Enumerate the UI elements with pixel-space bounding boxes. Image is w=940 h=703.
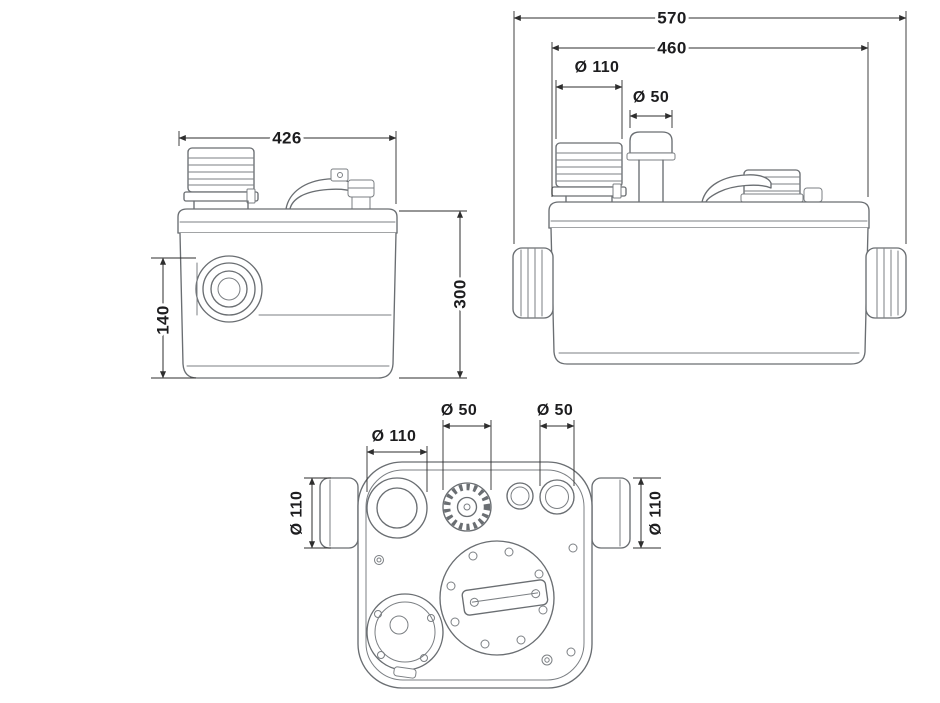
front-inlet-boot <box>551 142 627 203</box>
front-tank-body <box>550 227 869 365</box>
top-inlet-opening <box>366 477 428 539</box>
vent-cap <box>626 131 676 203</box>
dim-side-width-value: 426 <box>272 129 302 148</box>
side-view: 426 300 140 <box>151 126 473 379</box>
dim-side-outlet-height-value: 140 <box>154 305 173 335</box>
pump-cover <box>439 540 555 656</box>
left-side-port <box>512 247 554 319</box>
clamp-screw <box>246 188 256 204</box>
front-carry-handle <box>701 174 772 203</box>
inlet-boot <box>183 147 259 210</box>
outlet-port <box>195 255 392 323</box>
dim-front-inlet-diameter-value: Ø 110 <box>575 59 620 76</box>
dim-front-body-width: 460 <box>551 36 869 197</box>
dim-side-outlet-height: 140 <box>151 257 196 379</box>
dim-top-left-port-value: Ø 110 <box>289 491 306 536</box>
dim-top-right-port: Ø 110 <box>633 477 668 549</box>
floor-bolts <box>374 543 578 666</box>
dim-front-overall-width: 570 <box>513 6 907 244</box>
motor-cover <box>366 593 444 679</box>
dim-front-overall-width-value: 570 <box>657 9 687 28</box>
dim-top-discharge-left-value: Ø 50 <box>441 402 477 419</box>
tank-lid <box>177 208 398 234</box>
handle-screw <box>330 168 349 182</box>
dim-top-discharge-left: Ø 50 <box>438 399 492 490</box>
dim-top-discharge-right: Ø 50 <box>534 399 576 486</box>
dim-front-vent-diameter-value: Ø 50 <box>633 89 669 106</box>
dim-front-inlet-diameter: Ø 110 <box>555 56 623 139</box>
dim-top-left-port: Ø 110 <box>286 477 331 549</box>
dim-top-right-port-value: Ø 110 <box>648 491 665 536</box>
dim-side-height-value: 300 <box>451 279 470 309</box>
top-small-opening <box>506 482 534 510</box>
top-view: Ø 110 Ø 50 Ø 50 Ø 110 Ø 110 <box>286 399 668 689</box>
front-view: 570 460 Ø 110 Ø 50 <box>512 6 907 365</box>
dim-front-vent-diameter: Ø 50 <box>629 86 673 128</box>
boot-clamp <box>183 191 259 202</box>
front-tank-lid <box>548 201 870 229</box>
top-discharge-cap-left <box>442 482 492 532</box>
dim-top-inlet-diameter: Ø 110 <box>366 425 428 492</box>
carry-handle <box>285 168 375 210</box>
dim-top-discharge-right-value: Ø 50 <box>537 402 573 419</box>
top-left-port-tab <box>319 477 359 549</box>
top-discharge-opening-right <box>539 479 575 515</box>
dim-top-inlet-diameter-value: Ø 110 <box>372 428 417 445</box>
dim-side-width: 426 <box>178 126 397 204</box>
right-side-port <box>865 247 907 319</box>
top-right-port-tab <box>591 477 631 549</box>
dim-front-body-width-value: 460 <box>657 39 687 58</box>
cover-plate <box>461 579 549 616</box>
dim-side-height: 300 <box>399 210 473 379</box>
